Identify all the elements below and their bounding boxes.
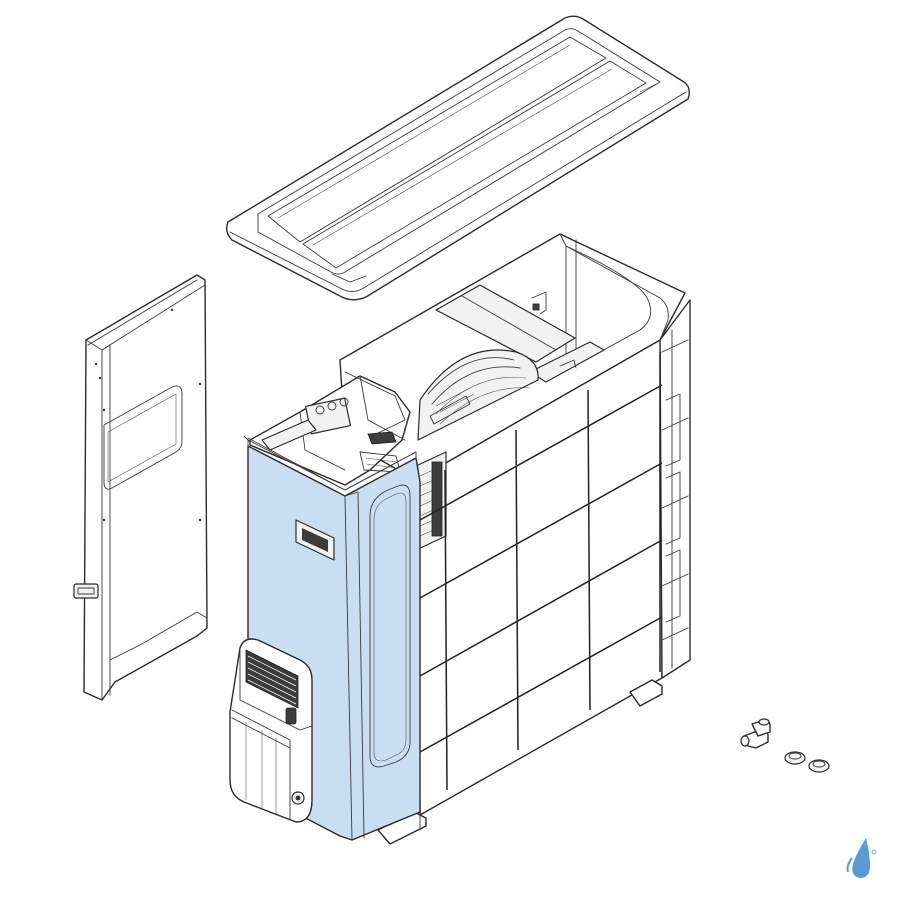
fan [429,387,475,425]
brand-logo [846,838,877,878]
side-panel [73,274,208,701]
service-cover [229,638,313,823]
rear-guard-grille [419,339,689,791]
drain-elbow [740,718,771,749]
unit-body [243,233,691,845]
drain-caps [784,751,830,773]
top-cover [225,15,691,301]
